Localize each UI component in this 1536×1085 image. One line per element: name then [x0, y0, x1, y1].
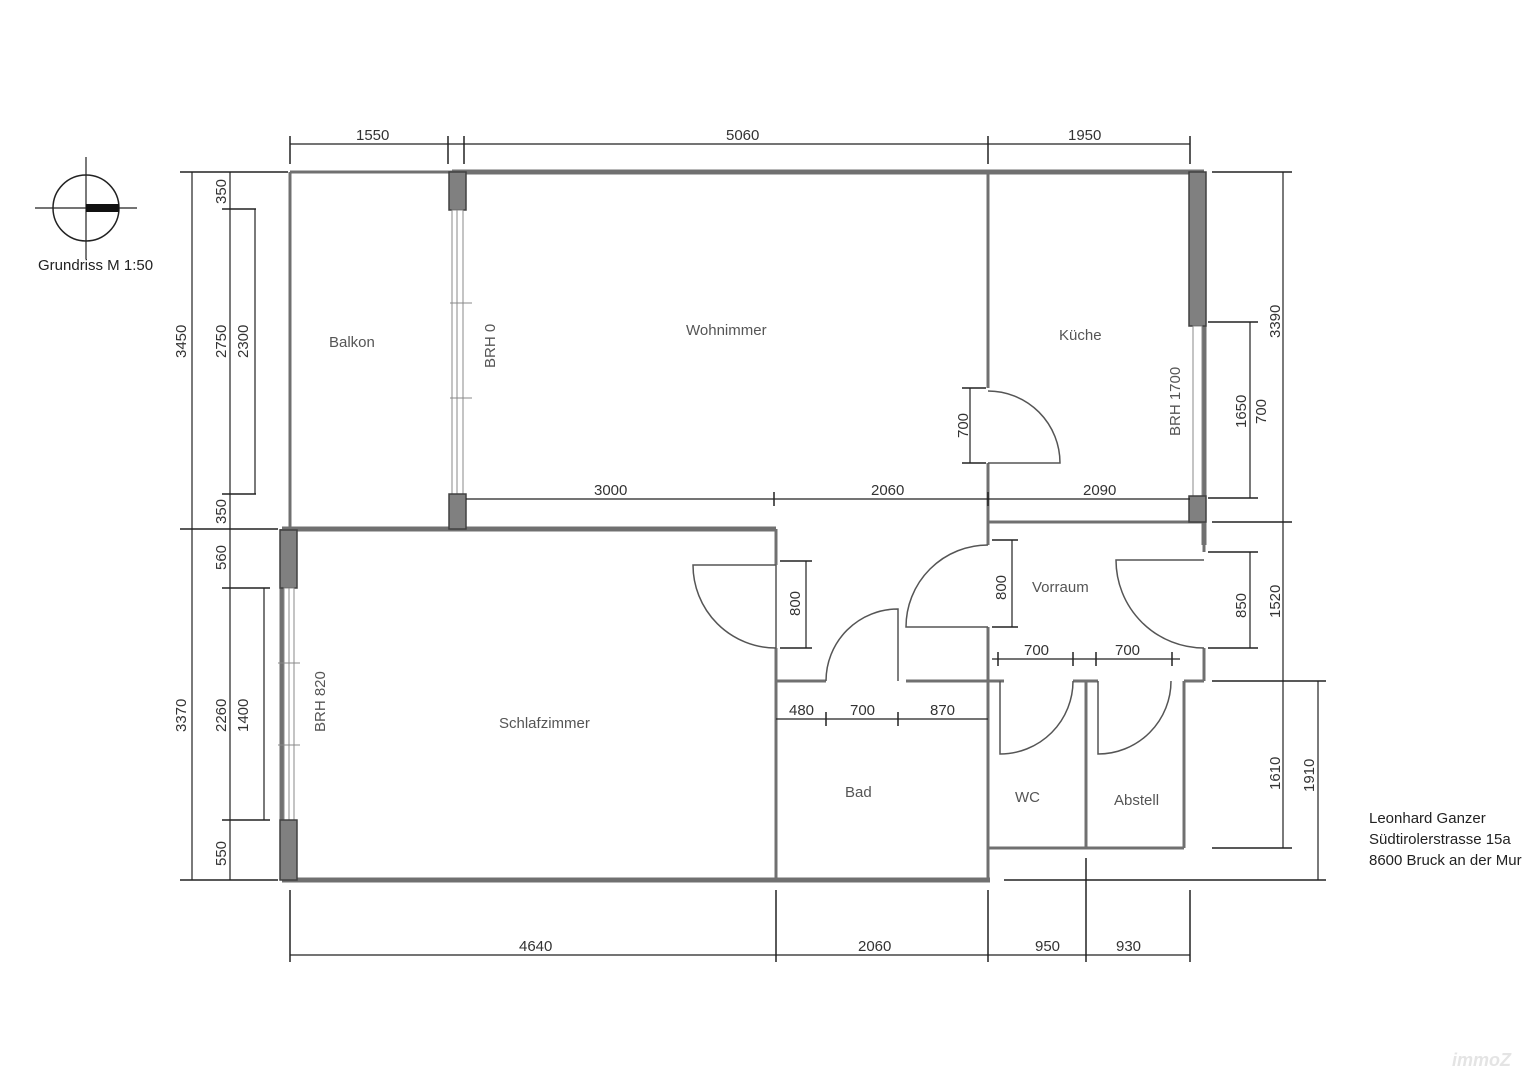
window-label-brh820: BRH 820 [312, 671, 329, 732]
dim-abstell: 700 [1115, 642, 1140, 659]
dim-right-inner-1: 1650 [1233, 395, 1250, 428]
dim-inner-1: 3000 [594, 482, 627, 499]
dim-right-outer-3: 1910 [1301, 759, 1318, 792]
room-schlafzimmer: Schlafzimmer [499, 715, 590, 732]
dim-left-mid-5: 2260 [213, 699, 230, 732]
dim-door-kueche: 700 [955, 413, 972, 438]
dim-left-outer-2: 3370 [173, 699, 190, 732]
dimension-lines [180, 136, 1326, 962]
dim-bottom-2: 2060 [858, 938, 891, 955]
dim-bad-2: 700 [850, 702, 875, 719]
plan-scale-label: Grundriss M 1:50 [38, 257, 154, 274]
dim-right-inner-4: 1610 [1267, 757, 1284, 790]
window-label-brh0: BRH 0 [482, 324, 499, 368]
dim-inner-2: 2060 [871, 482, 904, 499]
walls [279, 169, 1207, 883]
dim-left-inner-1: 2300 [235, 325, 252, 358]
room-vorraum: Vorraum [1032, 579, 1089, 596]
window-frames [278, 171, 1207, 881]
dim-wc: 700 [1024, 642, 1049, 659]
dim-door-schlafzimmer: 800 [787, 591, 804, 616]
address-name: Leonhard Ganzer [1369, 810, 1486, 827]
dim-right-outer-1: 3390 [1267, 305, 1284, 338]
dim-right-inner-3: 850 [1233, 593, 1250, 618]
dimension-labels: 1550 5060 1950 3000 2060 2090 480 700 87… [173, 127, 1318, 955]
room-wc: WC [1015, 789, 1040, 806]
dim-left-mid-2: 2750 [213, 325, 230, 358]
address-city: 8600 Bruck an der Mur [1369, 852, 1522, 869]
dim-bottom-1: 4640 [519, 938, 552, 955]
dim-inner-3: 2090 [1083, 482, 1116, 499]
dim-top-wohn: 5060 [726, 127, 759, 144]
dim-top-kueche: 1950 [1068, 127, 1101, 144]
doors [692, 390, 1205, 755]
dim-left-mid-6: 550 [213, 841, 230, 866]
room-balkon: Balkon [329, 334, 375, 351]
room-wohnzimmer: Wohnimmer [686, 322, 767, 339]
dim-left-mid-3: 350 [213, 499, 230, 524]
dim-door-vorraum: 800 [993, 575, 1010, 600]
dim-top-balkon: 1550 [356, 127, 389, 144]
dim-left-mid-1: 350 [213, 179, 230, 204]
dim-right-inner-2: 700 [1253, 399, 1270, 424]
dim-left-mid-4: 560 [213, 545, 230, 570]
dim-left-inner-2: 1400 [235, 699, 252, 732]
address-block: Leonhard Ganzer Südtirolerstrasse 15a 86… [1369, 808, 1522, 871]
dim-bottom-3: 950 [1035, 938, 1060, 955]
dim-bad-3: 870 [930, 702, 955, 719]
window-label-brh1700: BRH 1700 [1167, 367, 1184, 436]
north-symbol-icon [35, 157, 137, 259]
dim-left-outer-1: 3450 [173, 325, 190, 358]
room-abstell: Abstell [1114, 792, 1159, 809]
dim-right-outer-2: 1520 [1267, 585, 1284, 618]
room-labels: Balkon Wohnimmer Küche Schlafzimmer Bad … [312, 322, 1184, 809]
dim-bad-1: 480 [789, 702, 814, 719]
dim-bottom-4: 930 [1116, 938, 1141, 955]
watermark-logo: immoZ [1452, 1050, 1512, 1070]
room-kueche: Küche [1059, 327, 1102, 344]
room-bad: Bad [845, 784, 872, 801]
address-street: Südtirolerstrasse 15a [1369, 831, 1511, 848]
